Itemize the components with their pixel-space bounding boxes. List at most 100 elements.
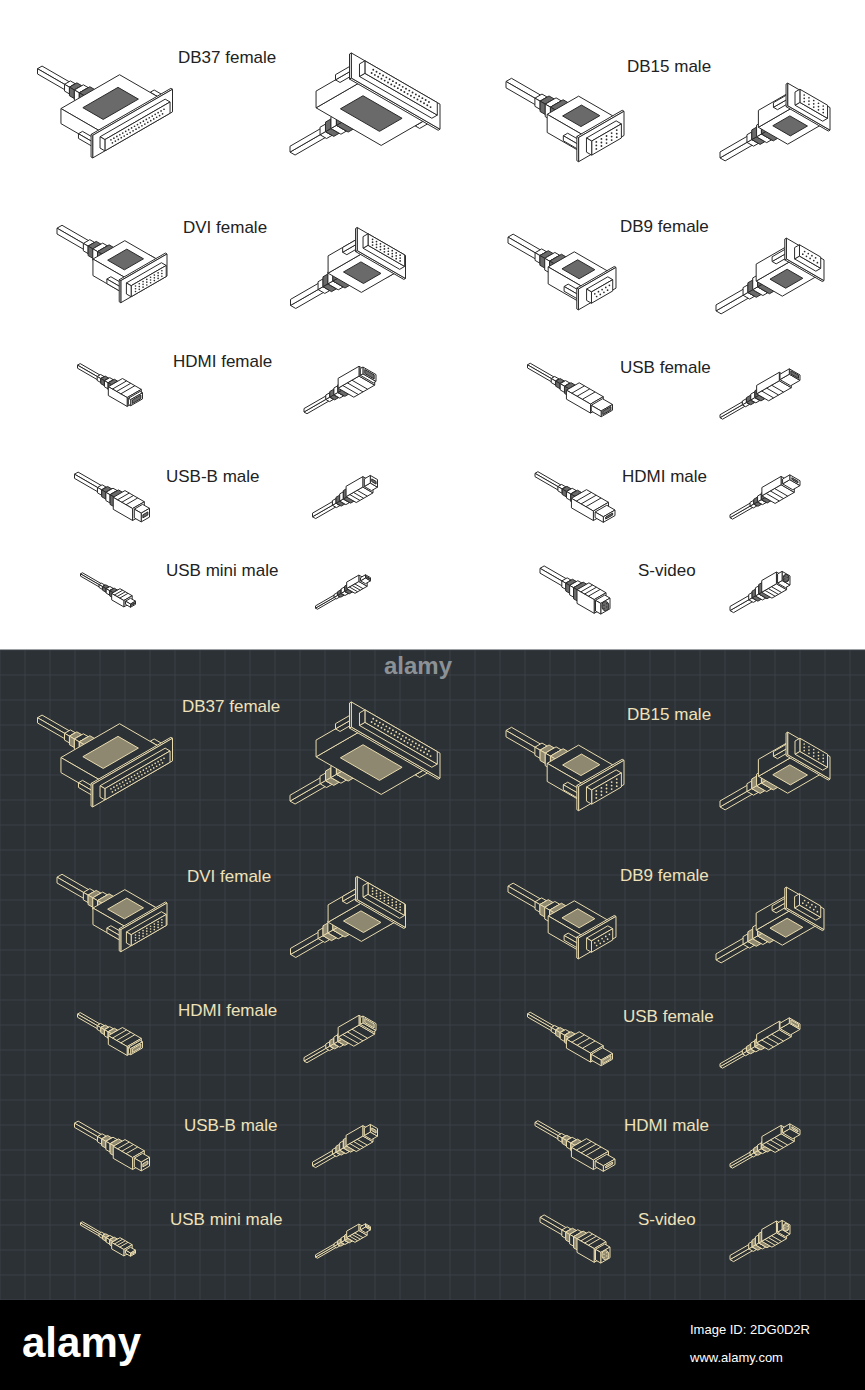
connector-face — [752, 776, 757, 788]
connector-face — [326, 768, 331, 781]
pin — [822, 757, 824, 759]
connector-view — [316, 1224, 371, 1258]
connector-face — [318, 928, 323, 939]
connector-face — [141, 508, 149, 522]
pin — [112, 142, 114, 144]
connector-face — [131, 1042, 143, 1055]
pin — [605, 287, 607, 289]
pin — [135, 934, 137, 936]
connector-face — [788, 732, 830, 779]
connector-face — [540, 256, 545, 269]
connector-face — [606, 513, 613, 519]
connector-face — [313, 1150, 333, 1165]
pin — [601, 142, 603, 144]
connector-view — [316, 575, 371, 609]
connector-face — [75, 1123, 98, 1141]
connector-face — [363, 234, 368, 248]
connector-face — [38, 69, 66, 90]
pin — [809, 258, 811, 260]
connector-face — [566, 583, 570, 593]
connector-face — [338, 590, 341, 596]
pin — [377, 725, 379, 727]
pin — [803, 101, 805, 103]
pin — [146, 928, 148, 930]
connector-face — [326, 119, 331, 132]
connector-face — [762, 476, 781, 495]
connector-face — [560, 384, 564, 393]
connector-face — [341, 587, 344, 593]
connector-view — [535, 472, 615, 523]
pin — [154, 926, 156, 928]
pin — [374, 723, 376, 725]
connector-face — [102, 1139, 106, 1148]
connector-face — [742, 399, 746, 405]
pin — [132, 779, 134, 781]
pin — [161, 922, 163, 924]
pin — [818, 758, 820, 760]
connector-face — [350, 702, 352, 728]
pin — [376, 241, 378, 243]
connector-face — [786, 238, 824, 280]
pin — [399, 257, 401, 259]
pin — [603, 1254, 604, 1255]
pin — [813, 752, 815, 754]
connector-face — [323, 923, 328, 936]
connector-face — [365, 710, 437, 764]
pin — [430, 755, 432, 757]
connector-face — [535, 1122, 558, 1139]
pin — [148, 766, 150, 768]
grip-rib — [772, 1034, 784, 1041]
pin — [822, 761, 824, 763]
connector-face — [81, 1222, 102, 1234]
pin — [611, 132, 613, 134]
grip-rib — [357, 1139, 367, 1145]
pin — [607, 289, 609, 291]
pin — [159, 764, 161, 766]
grip-rib — [112, 1030, 126, 1038]
grip-rib — [572, 386, 585, 393]
pin — [382, 75, 384, 77]
connector-face — [290, 777, 321, 801]
connector-face — [540, 905, 545, 918]
connector-face — [773, 765, 808, 785]
image-id: Image ID: 2DG0D2R — [690, 1322, 810, 1338]
pin — [163, 757, 165, 759]
connector-face — [364, 475, 370, 486]
pin — [803, 94, 805, 96]
connector-face — [367, 576, 370, 579]
pin — [150, 282, 152, 284]
connector-face — [340, 1141, 344, 1150]
connector-face — [363, 883, 368, 897]
pin — [142, 281, 144, 283]
pin — [161, 919, 163, 921]
connector-face — [595, 512, 603, 522]
pin — [606, 603, 607, 604]
pin — [128, 129, 130, 131]
connector-drawing — [720, 1018, 800, 1068]
pin — [138, 937, 140, 939]
grip-rib — [775, 1138, 788, 1146]
pin — [397, 736, 399, 738]
connector-face — [316, 595, 335, 608]
pin — [387, 250, 389, 252]
connector-face — [799, 245, 820, 269]
pin — [787, 1226, 788, 1227]
connector-drawing — [291, 877, 406, 958]
connector-face — [540, 1217, 562, 1235]
connector-face — [320, 773, 325, 784]
pin — [802, 902, 804, 904]
pin — [603, 1257, 604, 1258]
pin — [391, 256, 393, 258]
connector-face — [562, 489, 566, 497]
plug-face — [602, 1251, 609, 1260]
grid-line — [0, 1000, 865, 1001]
pin — [595, 790, 597, 792]
pin — [157, 278, 159, 280]
pin — [120, 786, 122, 788]
pin — [787, 577, 788, 578]
connector-face — [800, 89, 828, 118]
pin — [157, 112, 159, 114]
connector-drawing — [720, 732, 830, 810]
connector-face — [558, 487, 562, 494]
pin — [399, 260, 401, 262]
